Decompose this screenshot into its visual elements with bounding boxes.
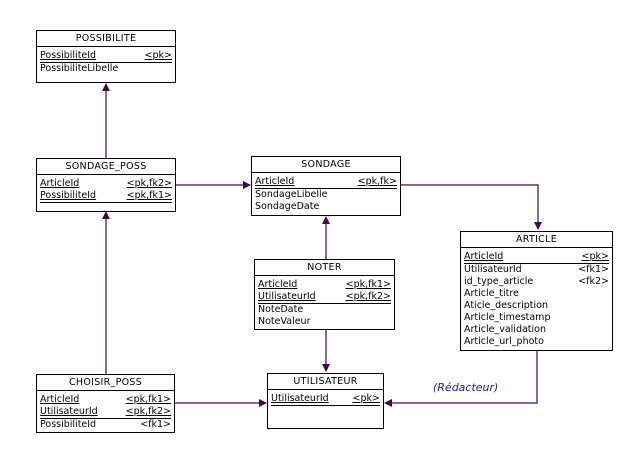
attribute-name: UtilisateurId — [271, 393, 329, 404]
link-sondage-article — [400, 184, 542, 230]
attribute-key: <fk1> — [140, 419, 171, 430]
attribute-name: UtilisateurId — [40, 406, 98, 417]
attribute-row: ArticleId <pk,fk1> — [40, 394, 171, 406]
attribute-name: ArticleId — [40, 178, 80, 189]
attribute-key: <pk> — [581, 251, 609, 262]
attribute-key: <pk,fk1> — [126, 190, 172, 201]
entity-title: NOTER — [255, 260, 394, 276]
entity-title: ARTICLE — [461, 232, 612, 248]
attribute-row: UtilisateurId <pk> — [271, 393, 380, 406]
attribute-name: Article_timestamp — [464, 312, 551, 323]
entity-noter[interactable]: NOTER ArticleId <pk,fk1> UtilisateurId <… — [254, 259, 395, 330]
attribute-row: ArticleId <pk,fk2> — [40, 178, 172, 190]
role-label-redacteur: (Rédacteur) — [433, 381, 499, 394]
attribute-row: PossibiliteLibelle — [40, 63, 172, 75]
entity-title: POSSIBILITE — [37, 31, 175, 47]
attribute-row: PossibiliteId <pk,fk1> — [40, 190, 172, 203]
attribute-name: SondageLibelle — [255, 189, 328, 200]
attribute-row: UtilisateurId <pk,fk2> — [258, 291, 391, 304]
entity-title: SONDAGE_POSS — [37, 159, 175, 175]
attribute-row: PossibiliteId <fk1> — [40, 419, 171, 431]
attribute-key: <fk1> — [578, 264, 609, 275]
attribute-row: SondageDate — [255, 201, 397, 213]
entity-title: UTILISATEUR — [268, 374, 383, 390]
attribute-row: SondageLibelle — [255, 189, 397, 201]
attribute-name: ArticleId — [464, 251, 504, 262]
link-article-utilisateur — [384, 351, 538, 407]
attribute-list: ArticleId <pk,fk2> PossibiliteId <pk,fk1… — [37, 175, 175, 205]
attribute-row: UtilisateurId <fk1> — [464, 264, 609, 276]
attribute-name: PossibiliteId — [40, 190, 97, 201]
attribute-row: ArticleId <pk> — [464, 251, 609, 264]
attribute-row: Article_validation — [464, 324, 609, 336]
attribute-name: Aticle_description — [464, 300, 548, 311]
attribute-row: Article_url_photo — [464, 336, 609, 348]
attribute-key: <pk,fk2> — [126, 178, 172, 189]
attribute-row: Aticle_description — [464, 300, 609, 312]
attribute-list: UtilisateurId <pk> — [268, 390, 383, 408]
entity-sondage[interactable]: SONDAGE ArticleId <pk,fk> SondageLibelle… — [251, 156, 401, 216]
attribute-row: Article_timestamp — [464, 312, 609, 324]
attribute-name: ArticleId — [258, 279, 298, 290]
attribute-list: ArticleId <pk,fk> SondageLibelle Sondage… — [252, 173, 400, 215]
entity-utilisateur[interactable]: UTILISATEUR UtilisateurId <pk> — [267, 373, 384, 429]
attribute-key: <pk,fk> — [357, 176, 397, 187]
entity-title: SONDAGE — [252, 157, 400, 173]
attribute-key: <pk,fk2> — [345, 291, 391, 302]
attribute-row: Article_titre — [464, 288, 609, 300]
attribute-name: UtilisateurId — [464, 264, 522, 275]
attribute-name: ArticleId — [255, 176, 295, 187]
attribute-key: <pk,fk1> — [345, 279, 391, 290]
attribute-name: id_type_article — [464, 276, 534, 287]
attribute-row: ArticleId <pk,fk> — [255, 176, 397, 189]
attribute-row: PossibiliteId <pk> — [40, 50, 172, 63]
attribute-list: ArticleId <pk,fk1> UtilisateurId <pk,fk2… — [37, 391, 174, 433]
attribute-key: <fk2> — [578, 276, 609, 287]
attribute-key: <pk,fk1> — [125, 394, 171, 405]
attribute-name: PossibiliteId — [40, 419, 97, 430]
attribute-list: ArticleId <pk,fk1> UtilisateurId <pk,fk2… — [255, 276, 394, 330]
attribute-name: PossibiliteId — [40, 50, 97, 61]
entity-article[interactable]: ARTICLE ArticleId <pk> UtilisateurId <fk… — [460, 231, 613, 351]
attribute-key: <pk,fk2> — [125, 406, 171, 417]
attribute-list: PossibiliteId <pk> PossibiliteLibelle — [37, 47, 175, 77]
attribute-row: NoteDate — [258, 304, 391, 316]
attribute-row: ArticleId <pk,fk1> — [258, 279, 391, 291]
attribute-name: ArticleId — [40, 394, 80, 405]
entity-choisir-poss[interactable]: CHOISIR_POSS ArticleId <pk,fk1> Utilisat… — [36, 374, 175, 433]
attribute-name: Article_titre — [464, 288, 519, 299]
attribute-name: SondageDate — [255, 201, 320, 212]
attribute-key: <pk> — [352, 393, 380, 404]
attribute-list: ArticleId <pk> UtilisateurId <fk1> id_ty… — [461, 248, 612, 350]
attribute-name: NoteValeur — [258, 316, 311, 327]
attribute-key: <pk> — [144, 50, 172, 61]
attribute-name: Article_url_photo — [464, 336, 544, 347]
attribute-name: UtilisateurId — [258, 291, 316, 302]
entity-sondage-poss[interactable]: SONDAGE_POSS ArticleId <pk,fk2> Possibil… — [36, 158, 176, 212]
attribute-row: id_type_article <fk2> — [464, 276, 609, 288]
entity-title: CHOISIR_POSS — [37, 375, 174, 391]
attribute-row: NoteValeur — [258, 316, 391, 328]
attribute-name: PossibiliteLibelle — [40, 63, 119, 74]
attribute-name: NoteDate — [258, 304, 304, 315]
attribute-row: UtilisateurId <pk,fk2> — [40, 406, 171, 419]
entity-possibilite[interactable]: POSSIBILITE PossibiliteId <pk> Possibili… — [36, 30, 176, 83]
attribute-name: Article_validation — [464, 324, 546, 335]
